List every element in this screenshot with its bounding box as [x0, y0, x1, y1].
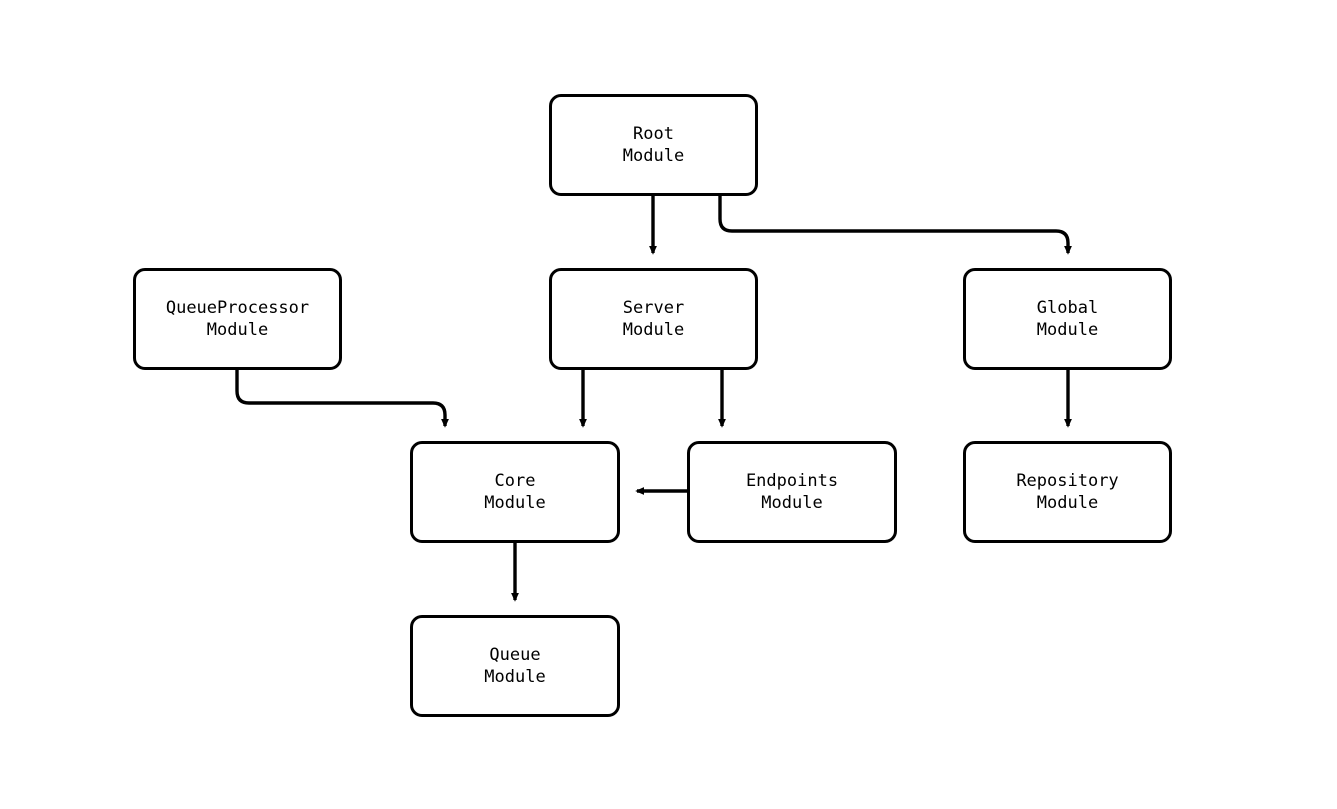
- node-repository-module-line2: Module: [1036, 493, 1099, 513]
- node-global-module-line2: Module: [1036, 320, 1099, 340]
- node-repository-module[interactable]: Repository Module: [963, 441, 1172, 543]
- node-server-module[interactable]: Server Module: [549, 268, 758, 370]
- node-global-module-line1: Global: [1036, 298, 1099, 318]
- node-core-module[interactable]: Core Module: [410, 441, 620, 543]
- node-server-module-line1: Server: [622, 298, 685, 318]
- node-queue-module-line1: Queue: [489, 645, 541, 665]
- node-endpoints-module-line2: Module: [761, 493, 823, 513]
- node-core-module-line1: Core: [494, 471, 536, 491]
- node-server-module-line2: Module: [622, 320, 685, 340]
- node-endpoints-module[interactable]: Endpoints Module: [687, 441, 897, 543]
- node-global-module[interactable]: Global Module: [963, 268, 1172, 370]
- node-queueprocessor-module-line1: QueueProcessor: [165, 298, 310, 318]
- node-root-module-line1: Root: [633, 124, 674, 144]
- node-queue-module-line2: Module: [484, 667, 546, 687]
- node-endpoints-module-line1: Endpoints: [745, 471, 839, 491]
- node-root-module-line2: Module: [622, 146, 685, 166]
- node-queueprocessor-module-line2: Module: [206, 320, 269, 340]
- node-queue-module[interactable]: Queue Module: [410, 615, 620, 717]
- node-repository-module-line1: Repository: [1016, 471, 1119, 491]
- node-root-module[interactable]: Root Module: [549, 94, 758, 196]
- edge-queueprocessor-to-core: [235, 370, 449, 428]
- node-queueprocessor-module[interactable]: QueueProcessor Module: [133, 268, 342, 370]
- edge-root-to-global: [718, 196, 1072, 255]
- node-core-module-line2: Module: [484, 493, 546, 513]
